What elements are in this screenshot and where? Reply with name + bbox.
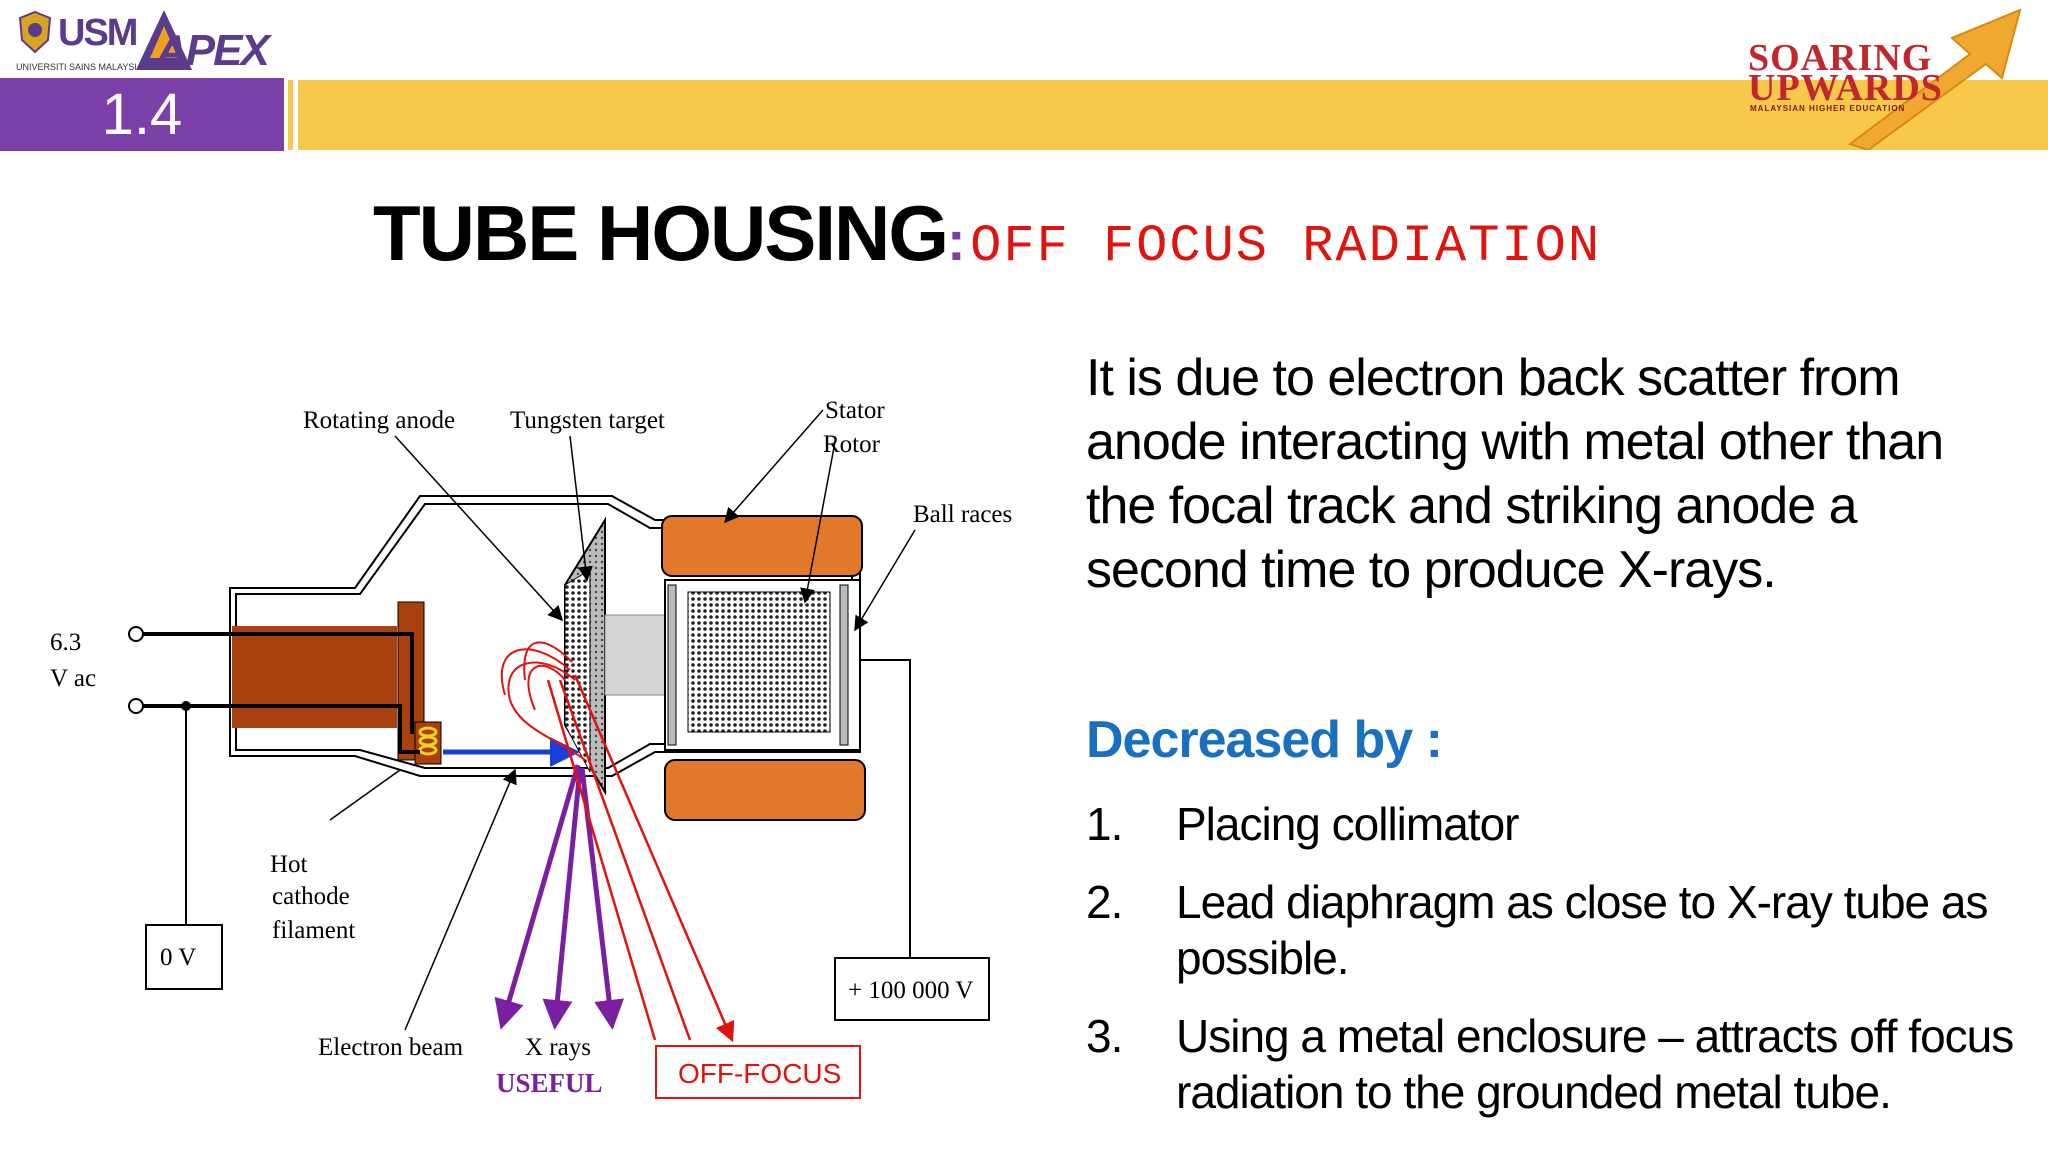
lead-wires (128, 626, 420, 925)
higher-education-text: MALAYSIAN HIGHER EDUCATION (1750, 104, 1906, 113)
label-rotating-anode: Rotating anode (303, 407, 455, 434)
pointer-lines (329, 409, 916, 1031)
label-electron-beam: Electron beam (318, 1034, 464, 1061)
high-volt-box (834, 957, 990, 1021)
header-bar: USM UNIVERSITI SAINS MALAYSIA APEX 1.4 S… (0, 0, 2048, 152)
apex-logo: APEX (134, 8, 270, 75)
page-title: TUBE HOUSING: OFF FOCUS RADIATION (373, 188, 1601, 279)
title-colon: : (947, 209, 966, 272)
upward-arrow-icon (1847, 8, 2022, 150)
list-item-text: Using a metal enclosure – attracts off f… (1176, 1010, 2014, 1118)
stator-top (661, 515, 863, 577)
title-main: TUBE HOUSING (373, 189, 949, 277)
list-item-text: Placing collimator (1176, 798, 1519, 850)
list-item: 3. Using a metal enclosure – attracts of… (1086, 1008, 2016, 1120)
tungsten-target (564, 569, 591, 773)
useful-xrays (494, 764, 625, 1030)
anode-stem (604, 614, 666, 696)
anode-lead (860, 659, 911, 958)
offfocus-xrays (546, 674, 735, 1043)
apex-logo-text: APEX (156, 26, 270, 75)
title-subtitle: OFF FOCUS RADIATION (970, 217, 1602, 276)
ball-race-right (839, 584, 849, 746)
section-number: 1.4 (101, 82, 183, 147)
list-item: 1. Placing collimator (1086, 796, 2016, 852)
label-off-focus: OFF-FOCUS (678, 1058, 841, 1089)
label-rotor: Rotor (823, 431, 881, 458)
gold-divider (288, 80, 293, 150)
high-volt-label: + 100 000 V (848, 977, 973, 1004)
offfocus-box (655, 1045, 861, 1099)
decreased-by-heading: Decreased by : (1086, 711, 1443, 769)
usm-logo-subtitle: UNIVERSITI SAINS MALAYSIA (16, 62, 143, 72)
list-item-number: 3. (1086, 1010, 1123, 1062)
mitigation-list: 1. Placing collimator 2. Lead diaphragm … (1086, 796, 2016, 1120)
list-item-text: Lead diaphragm as close to X-ray tube as… (1176, 876, 1988, 984)
label-voltage-ac-1: 6.3 (50, 629, 81, 656)
rotor-core (687, 591, 831, 733)
usm-logo-text: USM (58, 12, 138, 54)
description-text: It is due to electron back scatter from … (1086, 349, 1944, 599)
label-hot-cathode-3: filament (272, 917, 355, 944)
ball-race-left (667, 584, 677, 746)
backscatter-loops (500, 641, 586, 761)
label-tungsten-target: Tungsten target (510, 407, 665, 434)
gold-header-bar (298, 80, 2048, 150)
soaring-upwards-logo: SOARING UPWARDS MALAYSIAN HIGHER EDUCATI… (1740, 4, 2040, 150)
stator-bottom (664, 759, 866, 821)
list-item: 2. Lead diaphragm as close to X-ray tube… (1086, 874, 2016, 986)
upwards-text: UPWARDS (1748, 67, 1943, 109)
xray-tube-diagram: 0 V + 100 000 V (0, 380, 1050, 1120)
list-item-number: 2. (1086, 876, 1123, 928)
label-xrays: X rays (525, 1034, 591, 1061)
section-number-block (0, 78, 284, 151)
label-hot-cathode-1: Hot (270, 851, 308, 878)
zero-volt-box (145, 924, 223, 990)
apex-triangle-icon (136, 10, 192, 70)
crest-icon (18, 10, 52, 54)
usm-logo: USM UNIVERSITI SAINS MALAYSIA (14, 6, 143, 74)
filament-coil-icon (418, 726, 438, 756)
label-ball-races: Ball races (913, 501, 1012, 528)
label-stator: Stator (825, 397, 885, 424)
list-item-number: 1. (1086, 798, 1123, 850)
zero-volt-label: 0 V (160, 944, 196, 971)
diagram-svg: 0 V + 100 000 V (50, 397, 1012, 1099)
cathode-block (232, 626, 397, 728)
label-hot-cathode-2: cathode (272, 883, 350, 910)
label-voltage-ac-2: V ac (50, 665, 96, 692)
label-useful: USEFUL (496, 1068, 603, 1098)
soaring-text: SOARING (1748, 37, 1933, 79)
